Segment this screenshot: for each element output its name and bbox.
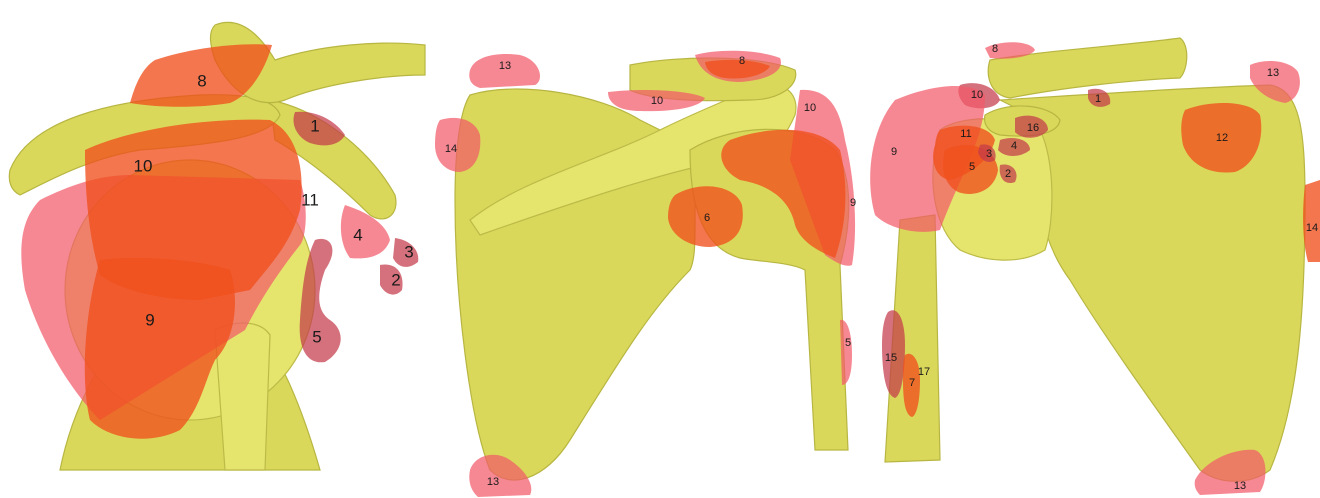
label-15: 15 — [885, 352, 897, 364]
label-7: 7 — [909, 377, 915, 389]
label-8: 8 — [992, 43, 998, 55]
label-4: 4 — [1011, 140, 1017, 152]
panel-anterior: 8 13 10 1 16 11 3 4 9 5 2 12 14 15 7 17 … — [870, 38, 1320, 495]
label-3: 3 — [986, 148, 992, 160]
label-2: 2 — [1005, 168, 1011, 180]
label-10: 10 — [134, 156, 153, 175]
label-14: 14 — [445, 143, 457, 155]
zone-5 — [840, 320, 852, 385]
label-14: 14 — [1306, 222, 1318, 234]
label-1: 1 — [310, 116, 319, 135]
label-9: 9 — [891, 146, 897, 158]
label-13-top: 13 — [499, 60, 511, 72]
label-13-bottom: 13 — [487, 476, 499, 488]
label-5: 5 — [312, 327, 321, 346]
label-9: 9 — [850, 197, 856, 209]
label-11: 11 — [960, 128, 971, 140]
label-8: 8 — [739, 55, 745, 67]
label-9: 9 — [145, 310, 154, 329]
label-5: 5 — [969, 161, 975, 173]
label-16: 16 — [1027, 122, 1039, 134]
label-10-left: 10 — [651, 95, 663, 107]
label-4: 4 — [353, 225, 362, 244]
label-17: 17 — [918, 366, 930, 378]
label-13-bottom: 13 — [1234, 480, 1246, 492]
label-1: 1 — [1095, 93, 1101, 105]
label-8: 8 — [197, 71, 206, 90]
label-11: 11 — [301, 190, 319, 209]
label-5: 5 — [845, 337, 851, 349]
label-10-right: 10 — [804, 102, 816, 114]
label-12: 12 — [1216, 132, 1228, 144]
panel-posterior: 13 8 10 10 14 6 9 5 13 — [435, 51, 856, 497]
label-3: 3 — [404, 242, 413, 261]
label-13-top: 13 — [1267, 67, 1279, 79]
label-10: 10 — [971, 89, 983, 101]
zone-14 — [435, 118, 480, 172]
label-6: 6 — [704, 212, 710, 224]
label-2: 2 — [391, 270, 400, 289]
panel-lateral: 8 1 10 11 4 3 2 9 5 — [9, 22, 425, 470]
